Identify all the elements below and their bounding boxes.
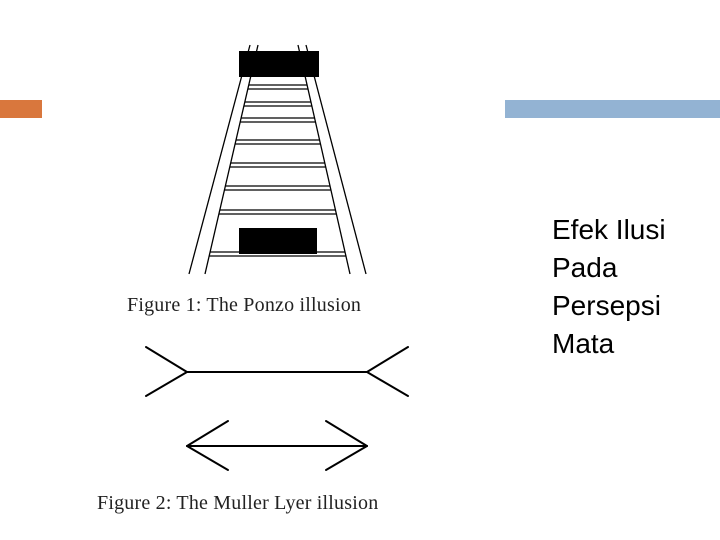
title-line-1: Efek Ilusi bbox=[552, 214, 666, 245]
muller-lyer-arrows-in bbox=[186, 420, 368, 471]
ponzo-rail-left-outer bbox=[188, 44, 251, 275]
title-line-4: Mata bbox=[552, 328, 615, 359]
ponzo-bottom-block bbox=[239, 228, 317, 254]
figure-1-caption: Figure 1: The Ponzo illusion bbox=[127, 294, 362, 316]
title-line-3: Persepsi bbox=[552, 290, 661, 321]
ponzo-rails bbox=[188, 44, 367, 275]
ponzo-rail-right-inner bbox=[297, 44, 351, 275]
muller-lyer-fins-out bbox=[145, 346, 409, 397]
title-line-2: Pada bbox=[552, 252, 618, 283]
right-accent-bar bbox=[505, 100, 720, 118]
ponzo-rail-right-outer bbox=[305, 44, 367, 275]
figure-2-caption: Figure 2: The Muller Lyer illusion bbox=[97, 492, 379, 514]
ponzo-top-block bbox=[239, 51, 319, 77]
ponzo-illusion-figure bbox=[188, 44, 367, 275]
ponzo-rail-left-inner bbox=[204, 44, 259, 275]
slide-title: Efek Ilusi Pada Persepsi Mata bbox=[552, 211, 717, 363]
left-accent-bar bbox=[0, 100, 42, 118]
